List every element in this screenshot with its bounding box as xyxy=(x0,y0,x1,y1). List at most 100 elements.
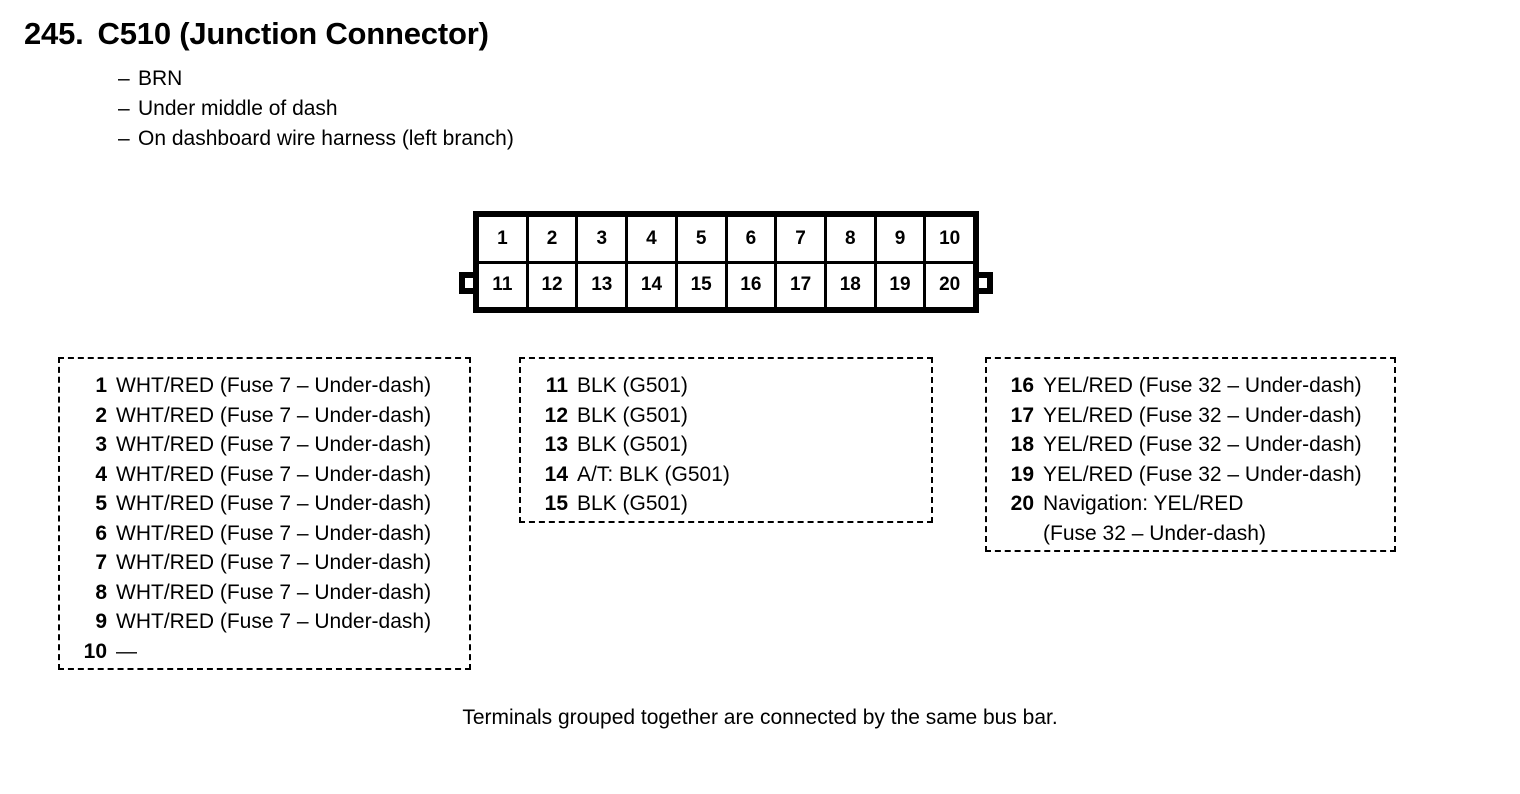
pin-description-text: WHT/RED (Fuse 7 – Under-dash) xyxy=(116,580,432,604)
connector-terminal-20: 20 xyxy=(926,263,974,307)
connector-terminal-15: 15 xyxy=(677,263,728,307)
pin-description: BLK (G501) xyxy=(577,371,688,401)
pin-description-text: WHT/RED (Fuse 7 – Under-dash) xyxy=(116,551,432,574)
pin-description-text: BLK (G501) xyxy=(577,403,688,427)
pin-row: 1 WHT/RED (Fuse 7 – Under-dash) xyxy=(74,371,455,401)
pin-description-text: WHT/RED (Fuse 7 – Under-dash) xyxy=(116,492,432,515)
pin-description-text: WHT/RED (Fuse 7 – Under-dash) xyxy=(116,521,432,545)
pin-description-text: WHT/RED (Fuse 7 – Under-dash) xyxy=(116,374,432,397)
pin-number: 1 xyxy=(95,374,107,397)
pin-description: WHT/RED (Fuse 7 – Under-dash) xyxy=(116,548,431,578)
connector-terminal-9: 9 xyxy=(876,217,927,261)
connector-terminal-6: 6 xyxy=(727,217,778,261)
pin-description: — xyxy=(116,637,137,667)
connector-terminal-13: 13 xyxy=(578,263,629,307)
connector-terminal-19: 19 xyxy=(876,263,927,307)
pin-description: BLK (G501) xyxy=(577,430,688,460)
connector-terminal-10: 10 xyxy=(926,217,974,261)
pin-number: 9 xyxy=(95,610,107,633)
pin-row: 16 YEL/RED (Fuse 32 – Under-dash) xyxy=(1001,371,1380,401)
dash-bullet-icon: – xyxy=(118,67,130,90)
pin-description-text: BLK (G501) xyxy=(577,433,688,456)
pin-row: 7 WHT/RED (Fuse 7 – Under-dash) xyxy=(74,548,455,578)
pin-number: 7 xyxy=(95,551,107,574)
pin-description-text: A/T: BLK (G501) xyxy=(577,462,730,486)
pin-description: Navigation: YEL/RED (Fuse 32 – Under-dash… xyxy=(1043,489,1266,548)
page-title-number: 245. xyxy=(24,16,84,51)
connector-terminal-12: 12 xyxy=(528,263,579,307)
pin-number: 2 xyxy=(95,403,107,427)
pin-row: 14 A/T: BLK (G501) xyxy=(535,460,917,490)
pin-description-text: — xyxy=(116,639,137,663)
pin-description: WHT/RED (Fuse 7 – Under-dash) xyxy=(116,607,431,637)
pin-description-text: Navigation: YEL/RED xyxy=(1043,492,1244,515)
pin-description: YEL/RED (Fuse 32 – Under-dash) xyxy=(1043,371,1362,401)
pin-number: 6 xyxy=(95,521,107,545)
pin-row: 10 — xyxy=(74,637,455,667)
description-line: –On dashboard wire harness (left branch) xyxy=(118,124,514,154)
description-list: –BRN–Under middle of dash–On dashboard w… xyxy=(118,64,514,154)
pin-description-text: YEL/RED (Fuse 32 – Under-dash) xyxy=(1043,374,1362,397)
pin-description: YEL/RED (Fuse 32 – Under-dash) xyxy=(1043,401,1362,431)
pin-description-text: WHT/RED (Fuse 7 – Under-dash) xyxy=(116,610,432,633)
pin-description: WHT/RED (Fuse 7 – Under-dash) xyxy=(116,519,431,549)
pin-row: 20 Navigation: YEL/RED (Fuse 32 – Under-da… xyxy=(1001,489,1380,548)
connector-terminal-14: 14 xyxy=(628,263,678,307)
pin-description-continuation: (Fuse 32 – Under-dash) xyxy=(1043,521,1266,545)
bus-bar-note: Terminals grouped together are connected… xyxy=(462,706,1058,729)
page-title: 245. C510 (Junction Connector) xyxy=(24,16,489,52)
pin-number: 17 xyxy=(1010,403,1034,427)
pin-description-text: YEL/RED (Fuse 32 – Under-dash) xyxy=(1043,403,1362,427)
pin-description: YEL/RED (Fuse 32 – Under-dash) xyxy=(1043,460,1362,490)
pin-number: 18 xyxy=(1010,433,1034,456)
pin-row: 18 YEL/RED (Fuse 32 – Under-dash) xyxy=(1001,430,1380,460)
pin-description-text: WHT/RED (Fuse 7 – Under-dash) xyxy=(116,462,432,486)
pin-description: BLK (G501) xyxy=(577,401,688,431)
pin-description-text: BLK (G501) xyxy=(577,492,688,515)
connector-terminal-1: 1 xyxy=(479,217,529,261)
pin-number: 8 xyxy=(95,580,107,604)
pin-description-text: WHT/RED (Fuse 7 – Under-dash) xyxy=(116,403,432,427)
pin-row: 8 WHT/RED (Fuse 7 – Under-dash) xyxy=(74,578,455,608)
pin-description: WHT/RED (Fuse 7 – Under-dash) xyxy=(116,371,431,401)
pin-number: 16 xyxy=(1010,374,1034,397)
pin-row: 9 WHT/RED (Fuse 7 – Under-dash) xyxy=(74,607,455,637)
pin-number: 15 xyxy=(544,492,568,515)
connector-terminal-4: 4 xyxy=(628,217,678,261)
pin-number: 20 xyxy=(1010,492,1034,515)
pin-number: 14 xyxy=(544,462,568,486)
dash-bullet-icon: – xyxy=(118,127,130,150)
pin-row: 19 YEL/RED (Fuse 32 – Under-dash) xyxy=(1001,460,1380,490)
pin-number: 19 xyxy=(1010,462,1034,486)
pin-description-text: YEL/RED (Fuse 32 – Under-dash) xyxy=(1043,433,1362,456)
description-text: BRN xyxy=(138,67,183,90)
connector-terminal-17: 17 xyxy=(777,263,827,307)
pin-description: WHT/RED (Fuse 7 – Under-dash) xyxy=(116,460,431,490)
pin-row: 17 YEL/RED (Fuse 32 – Under-dash) xyxy=(1001,401,1380,431)
pin-number: 12 xyxy=(544,403,568,427)
description-line: –Under middle of dash xyxy=(118,94,514,124)
page-title-text: C510 (Junction Connector) xyxy=(97,16,489,51)
pin-number: 5 xyxy=(95,492,107,515)
connector-terminal-18: 18 xyxy=(826,263,877,307)
connector-terminal-3: 3 xyxy=(578,217,629,261)
pin-description: YEL/RED (Fuse 32 – Under-dash) xyxy=(1043,430,1362,460)
connector-terminal-8: 8 xyxy=(826,217,877,261)
pin-row: 6 WHT/RED (Fuse 7 – Under-dash) xyxy=(74,519,455,549)
pin-description: A/T: BLK (G501) xyxy=(577,460,730,490)
pin-row: 5 WHT/RED (Fuse 7 – Under-dash) xyxy=(74,489,455,519)
pin-row: 15 BLK (G501) xyxy=(535,489,917,519)
pin-number: 10 xyxy=(83,639,107,663)
pin-row: 2 WHT/RED (Fuse 7 – Under-dash) xyxy=(74,401,455,431)
pin-description-text: YEL/RED (Fuse 32 – Under-dash) xyxy=(1043,462,1362,486)
pin-description-text: BLK (G501) xyxy=(577,374,688,397)
pin-row: 12 BLK (G501) xyxy=(535,401,917,431)
